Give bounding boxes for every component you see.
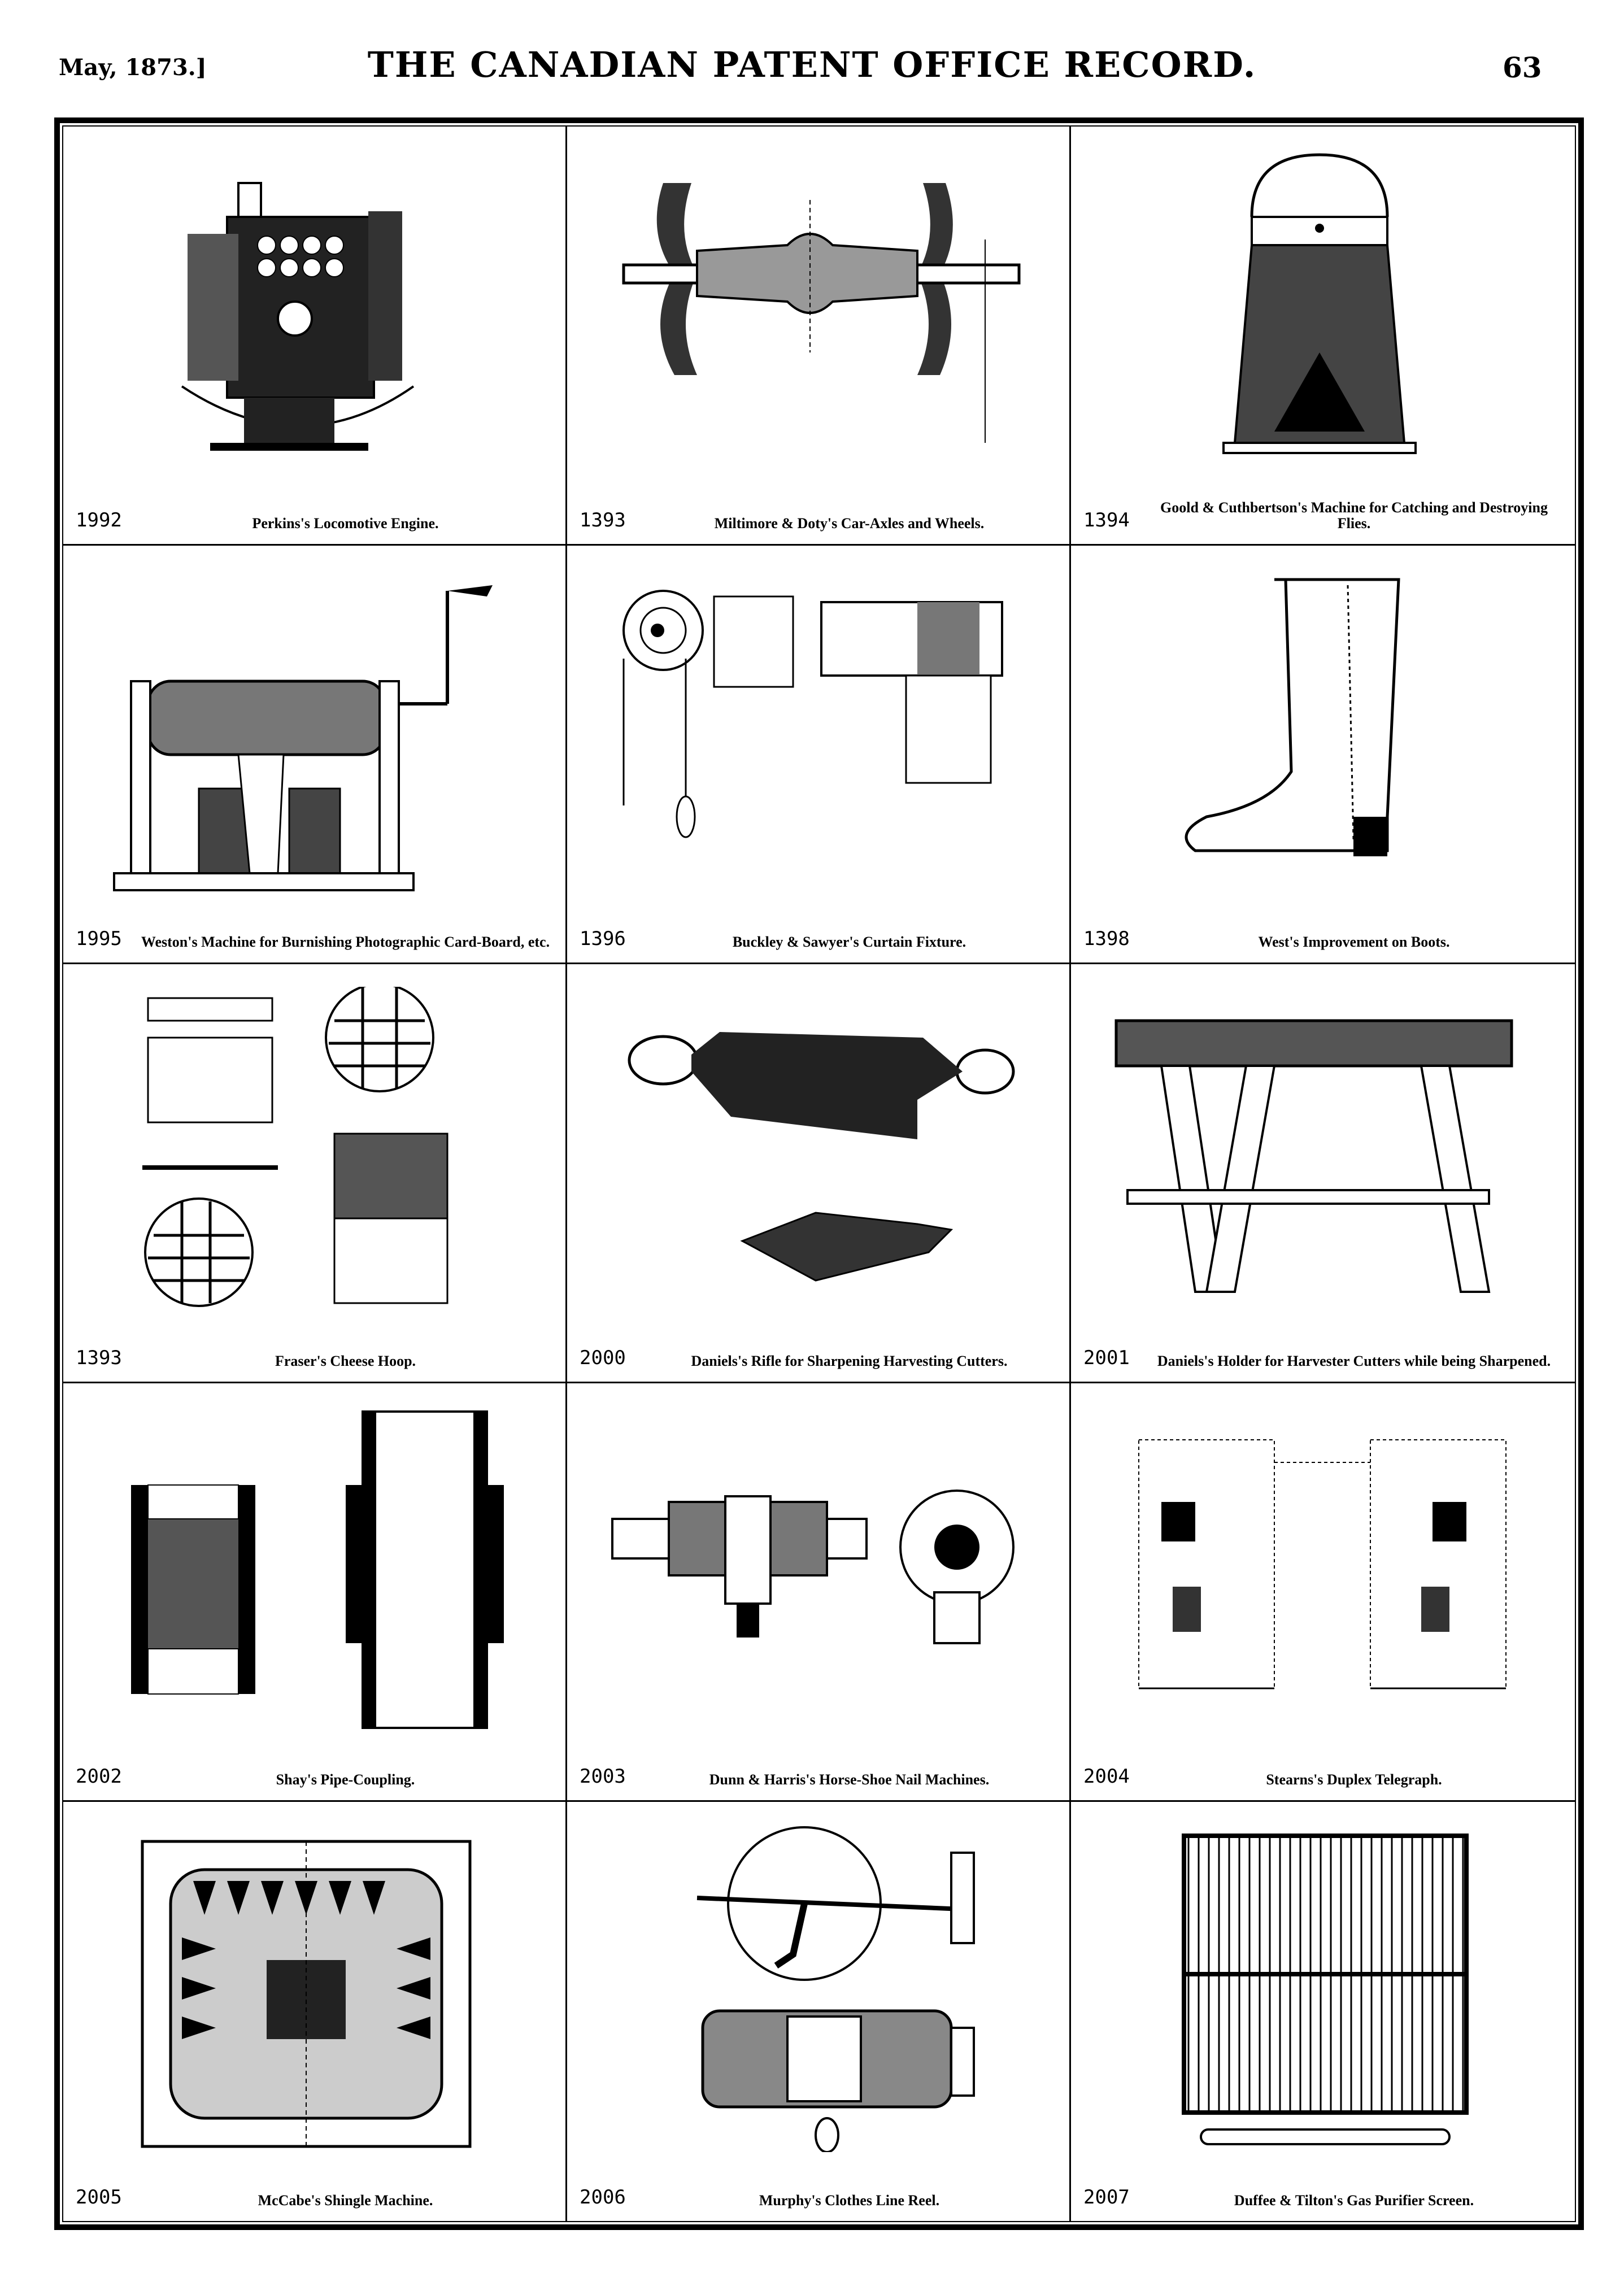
plate-number: 1995 <box>76 927 122 951</box>
inner-frame <box>62 125 1576 2222</box>
duplex-telegraph-illustration <box>1105 1406 1541 1734</box>
pipe-coupling-illustration <box>97 1406 533 1734</box>
plate-number: 1393 <box>580 508 626 532</box>
plate-caption: Fraser's Cheese Hoop. <box>275 1352 416 1369</box>
plate-number: 1396 <box>580 927 626 951</box>
plate-1995: 1995 Weston's Machine for Burnishing Pho… <box>63 545 567 965</box>
plate-1393-cheese-hoop: 1393 Fraser's Cheese Hoop. <box>63 964 567 1383</box>
plate-number: 2005 <box>76 2185 122 2209</box>
plate-caption: Murphy's Clothes Line Reel. <box>759 2192 940 2209</box>
plate-2001: 2001 Daniels's Holder for Harvester Cutt… <box>1071 964 1575 1383</box>
plate-number: 2007 <box>1083 2185 1130 2209</box>
car-axle-illustration <box>601 149 1037 477</box>
nail-machine-illustration <box>601 1406 1037 1734</box>
plate-caption: Goold & Cuthbertson's Machine for Catchi… <box>1160 499 1548 532</box>
plate-number: 1992 <box>76 508 122 532</box>
plate-number: 2002 <box>76 1765 122 1788</box>
plate-1398: 1398 West's Improvement on Boots. <box>1071 546 1575 965</box>
cheese-hoop-illustration <box>97 987 533 1314</box>
fly-catcher-illustration <box>1105 149 1541 477</box>
plate-caption: Dunn & Harris's Horse-Shoe Nail Machines… <box>709 1771 990 1788</box>
plate-number: 1398 <box>1083 927 1130 951</box>
plate-number: 2003 <box>580 1765 626 1788</box>
patent-plate-grid: 1992 Perkins's Locomotive Engine. 1393 M… <box>63 127 1575 2221</box>
plate-2004: 2004 Stearns's Duplex Telegraph. <box>1071 1383 1575 1802</box>
burnishing-machine-illustration <box>97 568 533 896</box>
page-header: May, 1873.] THE CANADIAN PATENT OFFICE R… <box>0 0 1624 113</box>
plate-caption: Daniels's Rifle for Sharpening Harvestin… <box>691 1352 1008 1369</box>
plate-caption: McCabe's Shingle Machine. <box>258 2192 433 2209</box>
plate-2002: 2002 Shay's Pipe-Coupling. <box>63 1383 567 1802</box>
locomotive-engine-illustration <box>97 149 533 477</box>
plate-2007: 2007 Duffee & Tilton's Gas Purifier Scre… <box>1071 1802 1575 2221</box>
plate-number: 2006 <box>580 2185 626 2209</box>
plate-2006: 2006 Murphy's Clothes Line Reel. <box>567 1802 1071 2221</box>
page-number: 63 <box>1503 51 1542 84</box>
plate-number: 2000 <box>580 1346 626 1369</box>
outer-frame <box>54 117 1584 2230</box>
curtain-fixture-illustration <box>601 568 1037 896</box>
cutter-holder-illustration <box>1105 987 1541 1314</box>
publication-title: THE CANADIAN PATENT OFFICE RECORD. <box>367 44 1257 85</box>
issue-date: May, 1873.] <box>59 54 207 81</box>
sharpening-rifle-illustration <box>601 987 1037 1314</box>
plate-caption: West's Improvement on Boots. <box>1258 934 1450 951</box>
plate-caption: Weston's Machine for Burnishing Photogra… <box>141 934 550 951</box>
plate-1394: 1394 Goold & Cuthbertson's Machine for C… <box>1071 127 1575 546</box>
plate-caption: Miltimore & Doty's Car-Axles and Wheels. <box>714 515 985 532</box>
plate-caption: Daniels's Holder for Harvester Cutters w… <box>1157 1352 1551 1369</box>
plate-2005: 2005 McCabe's Shingle Machine. <box>63 1802 567 2221</box>
boot-illustration <box>1105 568 1541 896</box>
plate-caption: Stearns's Duplex Telegraph. <box>1266 1771 1442 1788</box>
shingle-machine-illustration <box>97 1824 533 2152</box>
plate-2003: 2003 Dunn & Harris's Horse-Shoe Nail Mac… <box>567 1383 1071 1802</box>
clothes-reel-illustration <box>601 1824 1037 2153</box>
plate-number: 2004 <box>1083 1765 1130 1788</box>
plate-caption: Perkins's Locomotive Engine. <box>252 515 439 532</box>
plate-caption: Shay's Pipe-Coupling. <box>276 1771 415 1788</box>
plate-2000: 2000 Daniels's Rifle for Sharpening Harv… <box>567 964 1071 1383</box>
purifier-screen-illustration <box>1105 1824 1541 2152</box>
plate-number: 2001 <box>1083 1346 1130 1369</box>
plate-caption: Duffee & Tilton's Gas Purifier Screen. <box>1234 2192 1474 2209</box>
plate-1992: 1992 Perkins's Locomotive Engine. <box>63 127 567 546</box>
plate-number: 1393 <box>76 1346 122 1369</box>
plate-number: 1394 <box>1083 508 1130 532</box>
plate-1396: 1396 Buckley & Sawyer's Curtain Fixture. <box>567 545 1071 965</box>
plate-caption: Buckley & Sawyer's Curtain Fixture. <box>732 934 966 951</box>
plate-1393-car-axles: 1393 Miltimore & Doty's Car-Axles and Wh… <box>567 127 1071 546</box>
